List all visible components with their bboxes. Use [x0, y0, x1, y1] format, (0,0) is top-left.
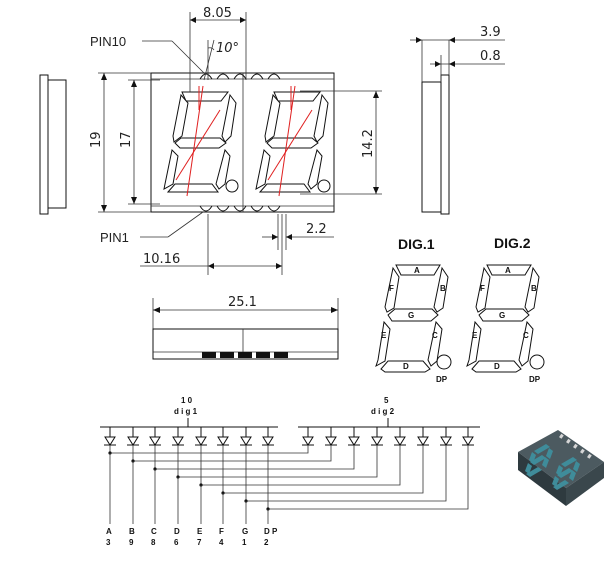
pin-c-name: C	[151, 527, 157, 536]
dig2-seg-g: G	[499, 311, 505, 320]
pin-labels: A 3 B 9 C 8 D 6 E 7 F 4 G 1 D P 2	[106, 527, 278, 547]
dim-slant-angle: 10°	[216, 41, 239, 56]
pin-e-number: 7	[197, 538, 202, 547]
right-side-view: 3.9 0.8	[410, 25, 505, 215]
dig2-seg-f: F	[480, 284, 485, 293]
dim-height-digit: 17	[119, 131, 134, 148]
dim-height-total: 19	[89, 131, 104, 148]
dig1-diodes	[104, 427, 274, 446]
pin-f-name: F	[219, 527, 224, 536]
digit-1-outline	[163, 85, 239, 197]
dig2-seg-b: B	[531, 284, 537, 293]
cathode-wiring	[108, 445, 469, 524]
dig1-seg-c: C	[432, 331, 438, 340]
schematic: 1 0 d i g 1 5 d i g 2	[100, 396, 480, 547]
pin-b-number: 9	[129, 538, 134, 547]
pin-b-name: B	[129, 527, 135, 536]
pin-g-number: 1	[242, 538, 247, 547]
dig1-label: d i g 1	[174, 407, 198, 416]
front-view: 8.05 10° PIN10 PIN1 19 17 14.2	[89, 6, 382, 275]
dig1-seg-g: G	[408, 311, 414, 320]
pin1-label: PIN1	[100, 230, 129, 245]
pin10-label: PIN10	[90, 34, 126, 49]
bottom-view: 25.1	[152, 295, 339, 360]
dim-digit-width: 8.05	[203, 6, 232, 21]
pin-c-number: 8	[151, 538, 156, 547]
product-digit-2	[552, 457, 580, 490]
top-pins	[199, 73, 281, 80]
dig2-segments: A B C D E F G DP	[466, 264, 545, 384]
dig1-pin-number: 1 0	[181, 396, 193, 405]
dig2-diodes	[302, 427, 474, 446]
dig2-label: d i g 2	[371, 407, 395, 416]
pin-e-name: E	[197, 527, 203, 536]
dig2-pin-number: 5	[384, 396, 389, 405]
pin-d-name: D	[174, 527, 180, 536]
dim-segment-height: 14.2	[361, 129, 376, 158]
dig2-seg-a: A	[505, 266, 511, 275]
dig1-seg-f: F	[389, 284, 394, 293]
digit-2-outline	[255, 85, 331, 197]
dim-pin-span: 10.16	[143, 252, 180, 267]
dig1-segments: A B C D E F G DP	[375, 264, 452, 384]
dig2-seg-e: E	[472, 331, 478, 340]
dig1-seg-e: E	[381, 331, 387, 340]
dim-length: 25.1	[228, 295, 257, 310]
dig2-title: DIG.2	[494, 235, 531, 251]
pin-a-name: A	[106, 527, 112, 536]
dig2-seg-d: D	[494, 362, 500, 371]
dig1-seg-d: D	[403, 362, 409, 371]
dig1-seg-b: B	[440, 284, 446, 293]
pin-g-name: G	[242, 527, 248, 536]
pin-dp-name: D P	[264, 527, 278, 536]
dig1-dp: DP	[436, 375, 448, 384]
dim-depth: 3.9	[480, 25, 501, 40]
digit-map: DIG.1 DIG.2 A B C D E F G DP	[375, 235, 545, 384]
dig1-seg-a: A	[414, 266, 420, 275]
pin-a-number: 3	[106, 538, 111, 547]
dig1-title: DIG.1	[398, 236, 435, 252]
dim-lead: 0.8	[480, 49, 501, 64]
product-photo	[518, 430, 604, 506]
left-side-profile	[39, 74, 67, 215]
dim-pin-spacing: 2.2	[306, 222, 327, 237]
product-digit-1	[525, 444, 553, 477]
dig2-dp: DP	[529, 375, 541, 384]
pin-dp-number: 2	[264, 538, 269, 547]
bottom-pins	[199, 205, 281, 212]
dig2-seg-c: C	[523, 331, 529, 340]
pin-f-number: 4	[219, 538, 224, 547]
pin-d-number: 6	[174, 538, 179, 547]
